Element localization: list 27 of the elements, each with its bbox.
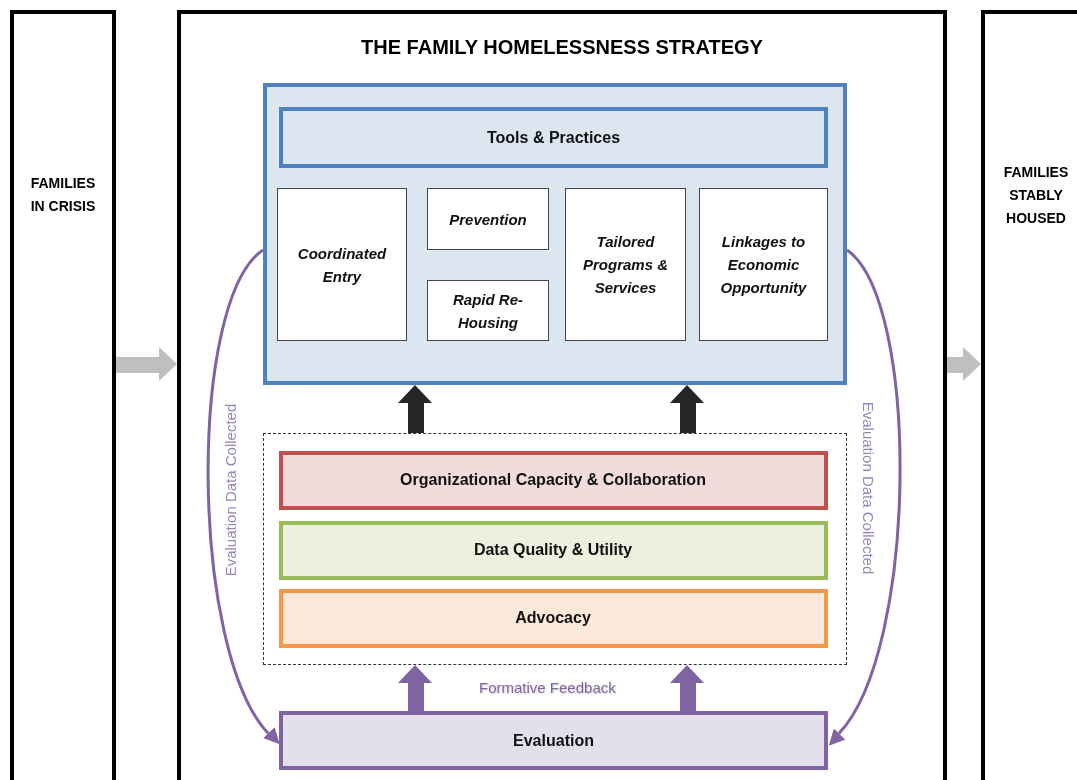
block-arrow xyxy=(398,665,432,711)
frame-heading: THE FAMILY HOMELESSNESS STRATEGY xyxy=(360,36,764,59)
stage-box: FAMILIES IN CRISIS xyxy=(10,10,116,780)
block-arrow xyxy=(398,385,432,433)
strategy-bar: Organizational Capacity & Collaboration xyxy=(278,450,828,510)
practice-box: Linkages to Economic Opportunity xyxy=(699,188,828,341)
stage-box: FAMILIES STABLY HOUSED xyxy=(981,10,1077,780)
block-arrow xyxy=(670,665,704,711)
practice-box: Prevention xyxy=(427,188,549,250)
block-arrow xyxy=(947,347,981,381)
strategy-bar: Evaluation xyxy=(279,711,828,770)
curved-arrow xyxy=(830,249,902,748)
strategy-frame xyxy=(177,10,947,780)
practice-box: Tailored Programs & Services xyxy=(565,188,686,341)
feedback-label: Formative Feedback xyxy=(479,679,616,696)
dashed-group-box xyxy=(263,433,847,665)
strategy-bar: Tools & Practices xyxy=(279,107,828,168)
block-arrow xyxy=(670,385,704,433)
strategy-bar: Advocacy xyxy=(278,588,828,648)
edge-label: Evaluation Data Collected xyxy=(859,401,877,575)
practice-box: Coordinated Entry xyxy=(277,188,407,341)
curved-arrow xyxy=(206,248,278,746)
edge-label: Evaluation Data Collected xyxy=(221,403,239,577)
tools-panel xyxy=(263,83,847,385)
strategy-bar: Data Quality & Utility xyxy=(278,520,828,580)
block-arrow xyxy=(116,347,177,381)
practice-box: Rapid Re-Housing xyxy=(427,280,549,341)
